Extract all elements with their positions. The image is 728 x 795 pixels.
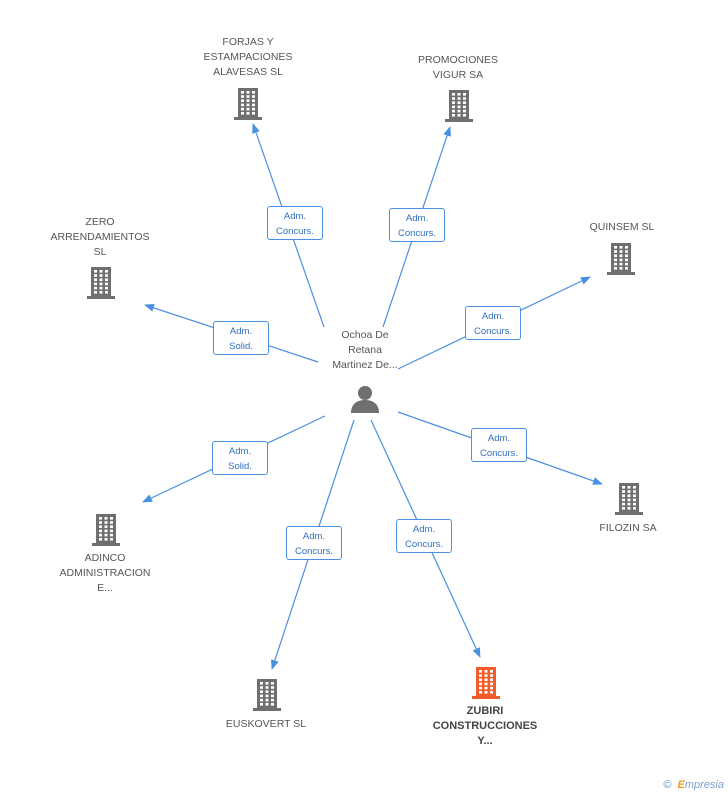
company-name-line: ADMINISTRACION: [59, 567, 151, 579]
company-name-line: E...: [97, 582, 113, 594]
company-name[interactable]: ZERO ARRENDAMIENTOS SL: [40, 215, 160, 260]
building-icon[interactable]: [92, 513, 120, 547]
role-text: Adm.: [302, 531, 326, 542]
company-name-line: Y...: [477, 735, 493, 747]
brand-name: mpresia: [684, 779, 724, 791]
building-icon[interactable]: [253, 678, 281, 712]
company-name-line: SL: [93, 246, 107, 258]
building-icon[interactable]: [445, 89, 473, 123]
role-text: Solid.: [228, 461, 252, 472]
company-name[interactable]: EUSKOVERT SL: [206, 717, 326, 732]
company-name-line: ESTAMPACIONES: [203, 51, 293, 63]
company-name[interactable]: QUINSEM SL: [562, 220, 682, 235]
role-text: Concurs.: [473, 326, 512, 337]
role-text: Adm.: [283, 211, 307, 222]
role-text: Adm.: [481, 311, 505, 322]
company-name-line: ADINCO: [84, 552, 126, 564]
person-icon[interactable]: [350, 384, 380, 414]
company-name[interactable]: PROMOCIONES VIGUR SA: [398, 53, 518, 83]
building-icon[interactable]: [234, 87, 262, 121]
role-badge-filozin[interactable]: Adm. Concurs.: [471, 428, 527, 462]
center-name-line: Retana: [348, 344, 382, 356]
brand-initial: E: [677, 779, 685, 791]
footer-brand[interactable]: © Empresia: [663, 779, 724, 791]
role-badge-quinsem[interactable]: Adm. Concurs.: [465, 306, 521, 340]
role-text: Adm.: [405, 213, 429, 224]
copyright-symbol: ©: [663, 779, 672, 791]
building-icon[interactable]: [607, 242, 635, 276]
company-name[interactable]: FORJAS Y ESTAMPACIONES ALAVESAS SL: [188, 35, 308, 80]
role-text: Concurs.: [404, 539, 443, 550]
role-text: Adm.: [229, 326, 253, 337]
company-name-line: QUINSEM SL: [589, 221, 655, 233]
role-badge-zero[interactable]: Adm. Solid.: [213, 321, 269, 355]
role-badge-zubiri[interactable]: Adm. Concurs.: [396, 519, 452, 553]
company-name-line: FORJAS Y: [222, 36, 274, 48]
center-person-name[interactable]: Ochoa De Retana Martinez De...: [315, 328, 415, 373]
role-text: Concurs.: [397, 228, 436, 239]
center-name-line: Ochoa De: [341, 329, 389, 341]
company-name[interactable]: ZUBIRI CONSTRUCCIONES Y...: [425, 704, 545, 749]
role-text: Adm.: [487, 433, 511, 444]
role-badge-adinco[interactable]: Adm. Solid.: [212, 441, 268, 475]
role-badge-forjas[interactable]: Adm. Concurs.: [267, 206, 323, 240]
company-name-line: VIGUR SA: [432, 69, 484, 81]
company-name[interactable]: FILOZIN SA: [568, 521, 688, 536]
company-name-line: ALAVESAS SL: [213, 66, 283, 78]
role-text: Adm.: [412, 524, 436, 535]
company-name-line: EUSKOVERT SL: [225, 718, 307, 730]
role-text: Solid.: [229, 341, 253, 352]
center-name-line: Martinez De...: [332, 359, 398, 371]
building-icon[interactable]: [472, 666, 500, 700]
company-name-line: ZERO: [85, 216, 115, 228]
company-name-line: CONSTRUCCIONES: [432, 720, 538, 732]
building-icon[interactable]: [87, 266, 115, 300]
company-name[interactable]: ADINCO ADMINISTRACION E...: [45, 551, 165, 596]
role-badge-promociones[interactable]: Adm. Concurs.: [389, 208, 445, 242]
role-text: Adm.: [228, 446, 252, 457]
role-text: Concurs.: [275, 226, 314, 237]
building-icon[interactable]: [615, 482, 643, 516]
role-text: Concurs.: [479, 448, 518, 459]
company-name-line: ZUBIRI: [466, 705, 504, 717]
company-name-line: FILOZIN SA: [599, 522, 657, 534]
role-text: Concurs.: [294, 546, 333, 557]
company-name-line: PROMOCIONES: [418, 54, 498, 66]
brand-logo: Empresia: [678, 779, 724, 791]
role-badge-euskovert[interactable]: Adm. Concurs.: [286, 526, 342, 560]
company-name-line: ARRENDAMIENTOS: [50, 231, 150, 243]
